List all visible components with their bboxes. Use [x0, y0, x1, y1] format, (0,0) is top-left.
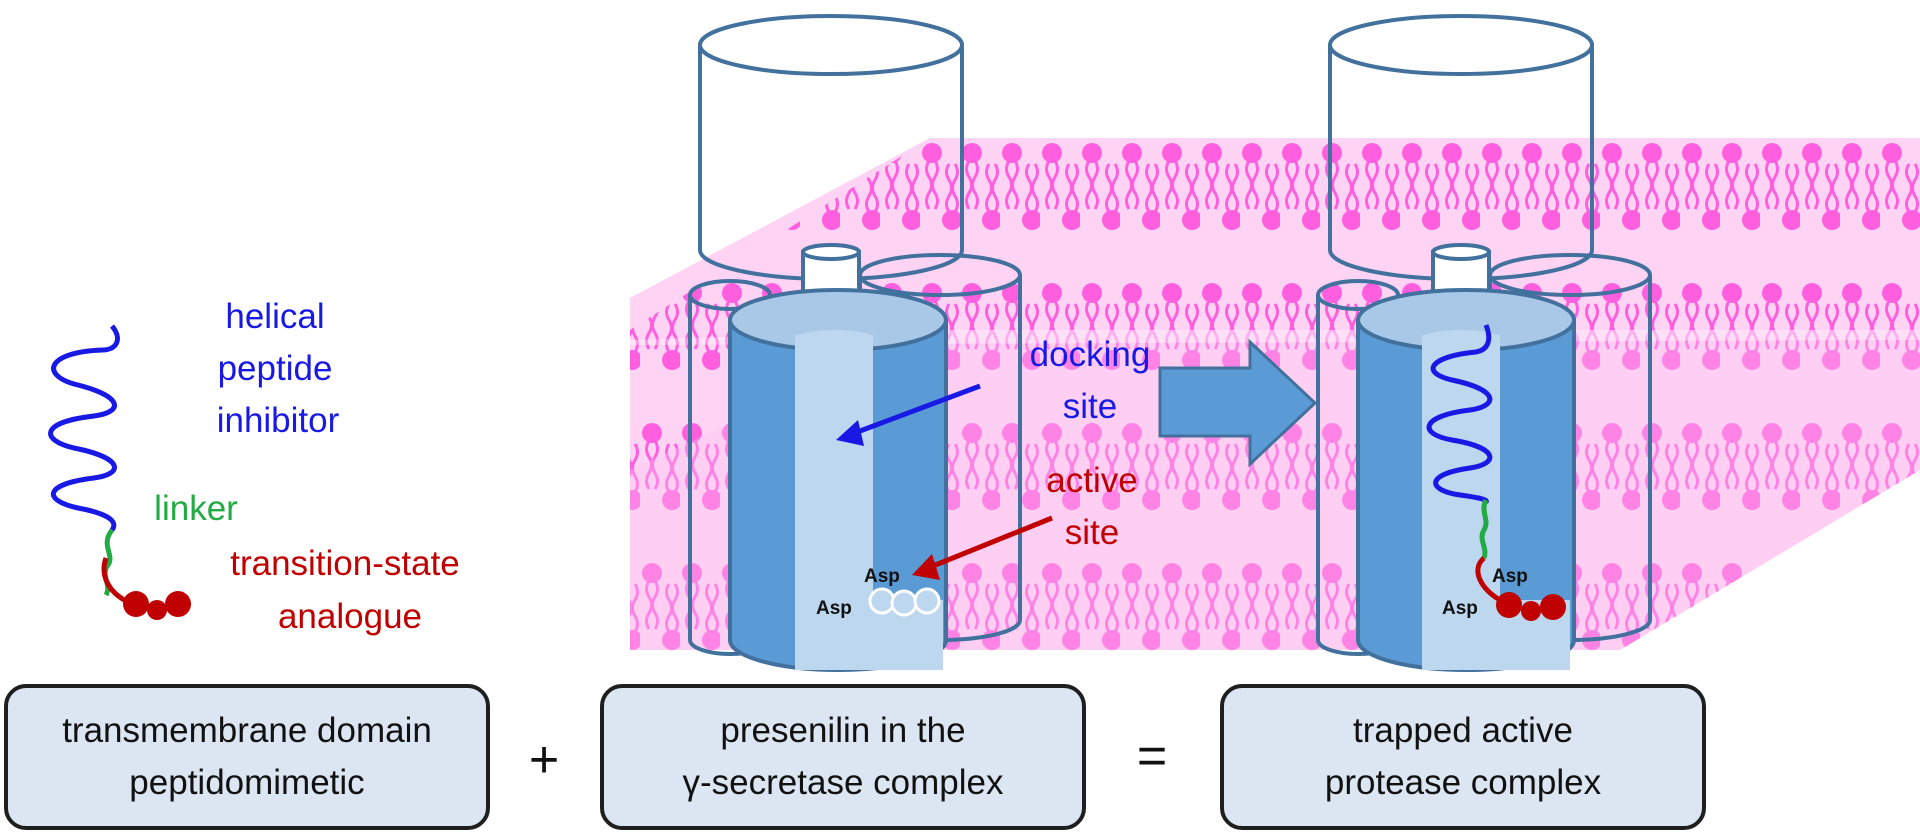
label-inhibitor: inhibitor [217, 401, 340, 440]
caption-presenilin-line1: presenilin in the [720, 711, 966, 750]
caption-presenilin-line2: γ-secretase complex [682, 763, 1004, 802]
label-linker: linker [154, 489, 238, 528]
label-peptide: peptide [218, 349, 333, 388]
label-transition-state: transition-state [230, 544, 460, 583]
caption-box-peptidomimetic: transmembrane domain peptidomimetic [4, 684, 490, 830]
asp-label-lower-middle: Asp [816, 598, 852, 619]
active-site-arrow [927, 515, 1053, 571]
caption-peptidomimetic-line2: peptidomimetic [129, 763, 365, 802]
label-active-site: site [1065, 513, 1119, 552]
equals-operator: = [1136, 727, 1168, 785]
caption-box-presenilin: presenilin in the γ-secretase complex [600, 684, 1086, 830]
process-arrow [1158, 338, 1318, 468]
label-docking: docking [1030, 335, 1151, 374]
label-analogue: analogue [278, 597, 422, 636]
label-docking-site: site [1063, 387, 1117, 426]
caption-trapped-line1: trapped active [1353, 711, 1573, 750]
free-peptide-inhibitor [48, 324, 191, 620]
caption-peptidomimetic-line1: transmembrane domain [62, 711, 432, 750]
asp-label-lower-right: Asp [1442, 598, 1478, 619]
plus-operator: + [528, 731, 560, 789]
gamma-secretase-complex-middle [688, 14, 1022, 672]
gamma-secretase-complex-right [1316, 14, 1652, 672]
asp-label-upper-right: Asp [1492, 566, 1528, 587]
label-active: active [1046, 461, 1137, 500]
asp-label-upper-middle: Asp [864, 566, 900, 587]
label-helical: helical [225, 297, 324, 336]
caption-box-trapped-complex: trapped active protease complex [1220, 684, 1706, 830]
docking-site-arrow [851, 383, 981, 437]
caption-trapped-line2: protease complex [1324, 763, 1602, 802]
